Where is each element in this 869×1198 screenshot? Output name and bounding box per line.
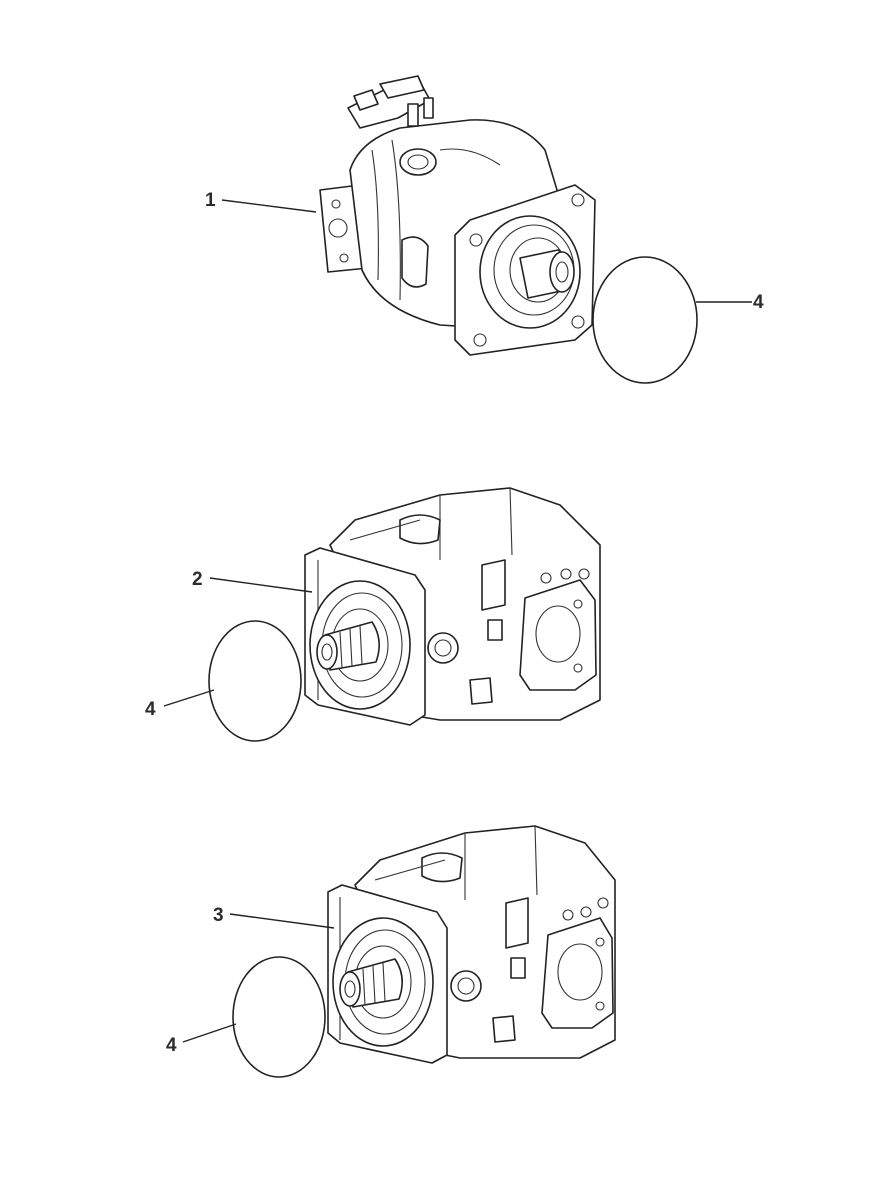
pump-3-illustration [327, 825, 616, 1064]
callout-2: 2 [192, 569, 203, 590]
callout-4-middle: 4 [145, 699, 156, 720]
callout-1: 1 [205, 190, 216, 211]
seal-ring-bottom [232, 956, 326, 1078]
seal-ring-top [592, 256, 698, 384]
pump-1-illustration [319, 75, 596, 356]
callout-4-bottom: 4 [166, 1035, 177, 1056]
leader-line-1 [221, 199, 317, 213]
leader-line-4-middle [163, 689, 215, 707]
leader-line-3 [229, 913, 335, 929]
seal-ring-middle [208, 620, 302, 742]
callout-3: 3 [213, 905, 224, 926]
pump-2-illustration [304, 487, 601, 726]
leader-line-4-bottom [182, 1023, 237, 1043]
callout-4-top: 4 [753, 292, 764, 313]
leader-line-2 [209, 577, 313, 593]
